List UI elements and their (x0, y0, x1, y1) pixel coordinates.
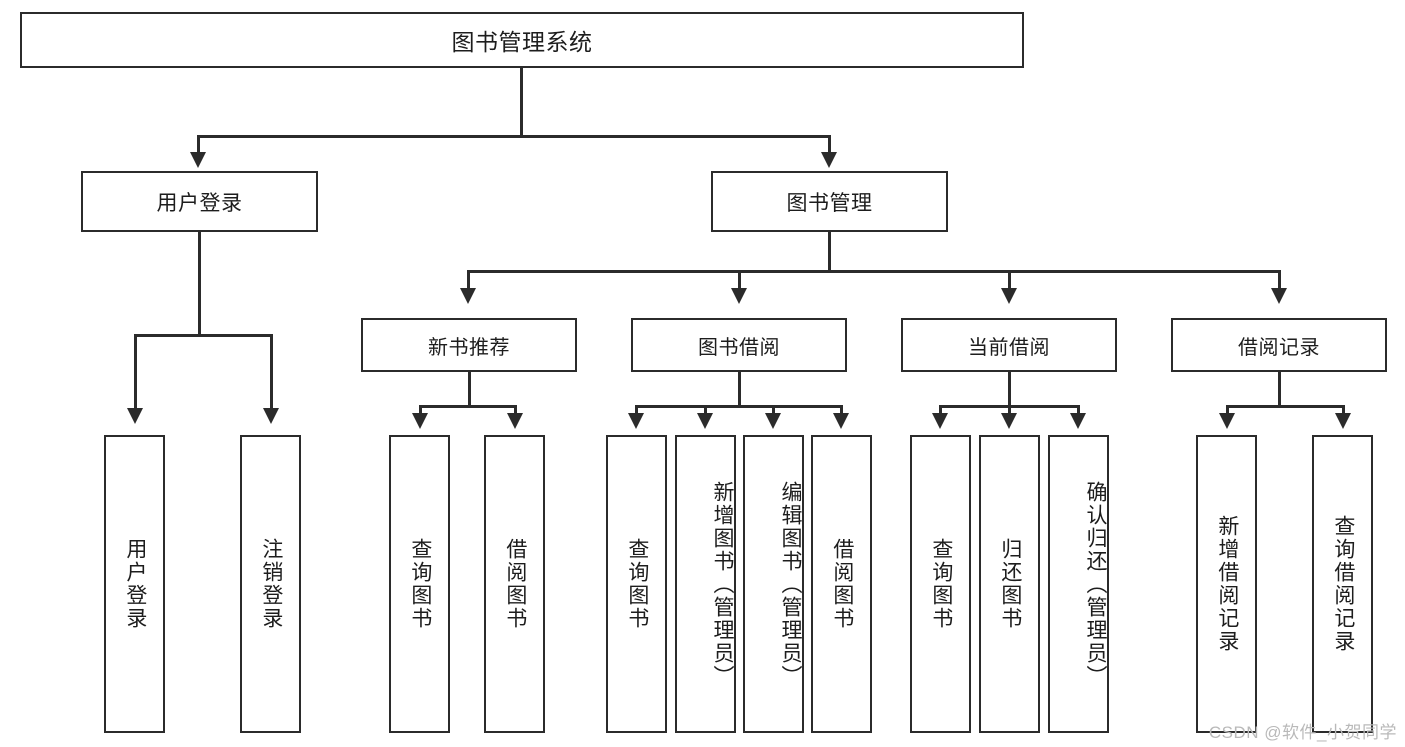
arrow-current-borrow-leaf-1 (932, 413, 948, 429)
connector-l3-drop-4 (1278, 270, 1281, 290)
connector-l3-drop-1 (467, 270, 470, 290)
arrow-book-borrow-leaf-2 (697, 413, 713, 429)
leaf-borrow-book[interactable]: 借阅图书 (811, 435, 872, 733)
leaf-edit-book-admin[interactable]: 编辑图书（管理员） (743, 435, 804, 733)
leaf-query-borrow-record[interactable]: 查询借阅记录 (1312, 435, 1373, 733)
arrow-borrow-record-leaf-1 (1219, 413, 1235, 429)
arrow-current-borrow-leaf-2 (1001, 413, 1017, 429)
connector-book-borrow-drop-2 (704, 405, 707, 415)
arrow-to-user-login (190, 152, 206, 168)
arrow-book-borrow-leaf-1 (628, 413, 644, 429)
connector-root-bar (197, 135, 831, 138)
leaf-user-login[interactable]: 用户登录 (104, 435, 165, 733)
connector-root-drop-left (197, 135, 200, 155)
arrow-current-borrow-leaf-3 (1070, 413, 1086, 429)
arrow-to-leaf-logout (263, 408, 279, 424)
connector-user-login-bar (134, 334, 273, 337)
connector-new-book-stem (468, 372, 471, 406)
node-book-management[interactable]: 图书管理 (711, 171, 948, 232)
leaf-query-book-current[interactable]: 查询图书 (910, 435, 971, 733)
connector-new-book-drop-2 (514, 405, 517, 415)
arrow-to-current-borrow (1001, 288, 1017, 304)
arrow-to-borrow-record (1271, 288, 1287, 304)
node-user-login[interactable]: 用户登录 (81, 171, 318, 232)
connector-book-management-stem (828, 232, 831, 271)
arrow-to-book-borrow (731, 288, 747, 304)
leaf-return-book[interactable]: 归还图书 (979, 435, 1040, 733)
arrow-book-borrow-leaf-4 (833, 413, 849, 429)
connector-current-borrow-drop-3 (1077, 405, 1080, 415)
node-borrow-record[interactable]: 借阅记录 (1171, 318, 1387, 372)
connector-current-borrow-stem (1008, 372, 1011, 406)
connector-user-login-drop-1 (134, 334, 137, 411)
connector-book-borrow-drop-3 (772, 405, 775, 415)
leaf-add-book-admin[interactable]: 新增图书（管理员） (675, 435, 736, 733)
arrow-to-new-book-recommend (460, 288, 476, 304)
leaf-borrow-book-new[interactable]: 借阅图书 (484, 435, 545, 733)
leaf-query-book-borrow[interactable]: 查询图书 (606, 435, 667, 733)
connector-borrow-record-drop-2 (1342, 405, 1345, 415)
node-root-system[interactable]: 图书管理系统 (20, 12, 1024, 68)
connector-book-borrow-stem (738, 372, 741, 406)
leaf-logout[interactable]: 注销登录 (240, 435, 301, 733)
arrow-to-book-management (821, 152, 837, 168)
connector-book-management-bar (467, 270, 1279, 273)
connector-borrow-record-drop-1 (1226, 405, 1229, 415)
arrow-to-leaf-user-login (127, 408, 143, 424)
leaf-query-book-new[interactable]: 查询图书 (389, 435, 450, 733)
connector-current-borrow-drop-1 (939, 405, 942, 415)
connector-book-borrow-drop-4 (840, 405, 843, 415)
connector-l3-drop-3 (1008, 270, 1011, 290)
connector-book-borrow-drop-1 (635, 405, 638, 415)
connector-borrow-record-stem (1278, 372, 1281, 406)
connector-new-book-bar (419, 405, 517, 408)
connector-current-borrow-drop-2 (1008, 405, 1011, 415)
connector-borrow-record-bar (1226, 405, 1345, 408)
connector-root-drop-right (828, 135, 831, 155)
arrow-borrow-record-leaf-2 (1335, 413, 1351, 429)
arrow-new-book-leaf-1 (412, 413, 428, 429)
connector-new-book-drop-1 (419, 405, 422, 415)
arrow-new-book-leaf-2 (507, 413, 523, 429)
connector-user-login-drop-2 (270, 334, 273, 411)
node-book-borrow[interactable]: 图书借阅 (631, 318, 847, 372)
connector-user-login-stem (198, 232, 201, 335)
node-current-borrow[interactable]: 当前借阅 (901, 318, 1117, 372)
connector-l3-drop-2 (738, 270, 741, 290)
connector-root-stem (520, 68, 523, 135)
leaf-confirm-return-admin[interactable]: 确认归还（管理员） (1048, 435, 1109, 733)
node-new-book-recommend[interactable]: 新书推荐 (361, 318, 577, 372)
leaf-add-borrow-record[interactable]: 新增借阅记录 (1196, 435, 1257, 733)
arrow-book-borrow-leaf-3 (765, 413, 781, 429)
connector-book-borrow-bar (635, 405, 843, 408)
